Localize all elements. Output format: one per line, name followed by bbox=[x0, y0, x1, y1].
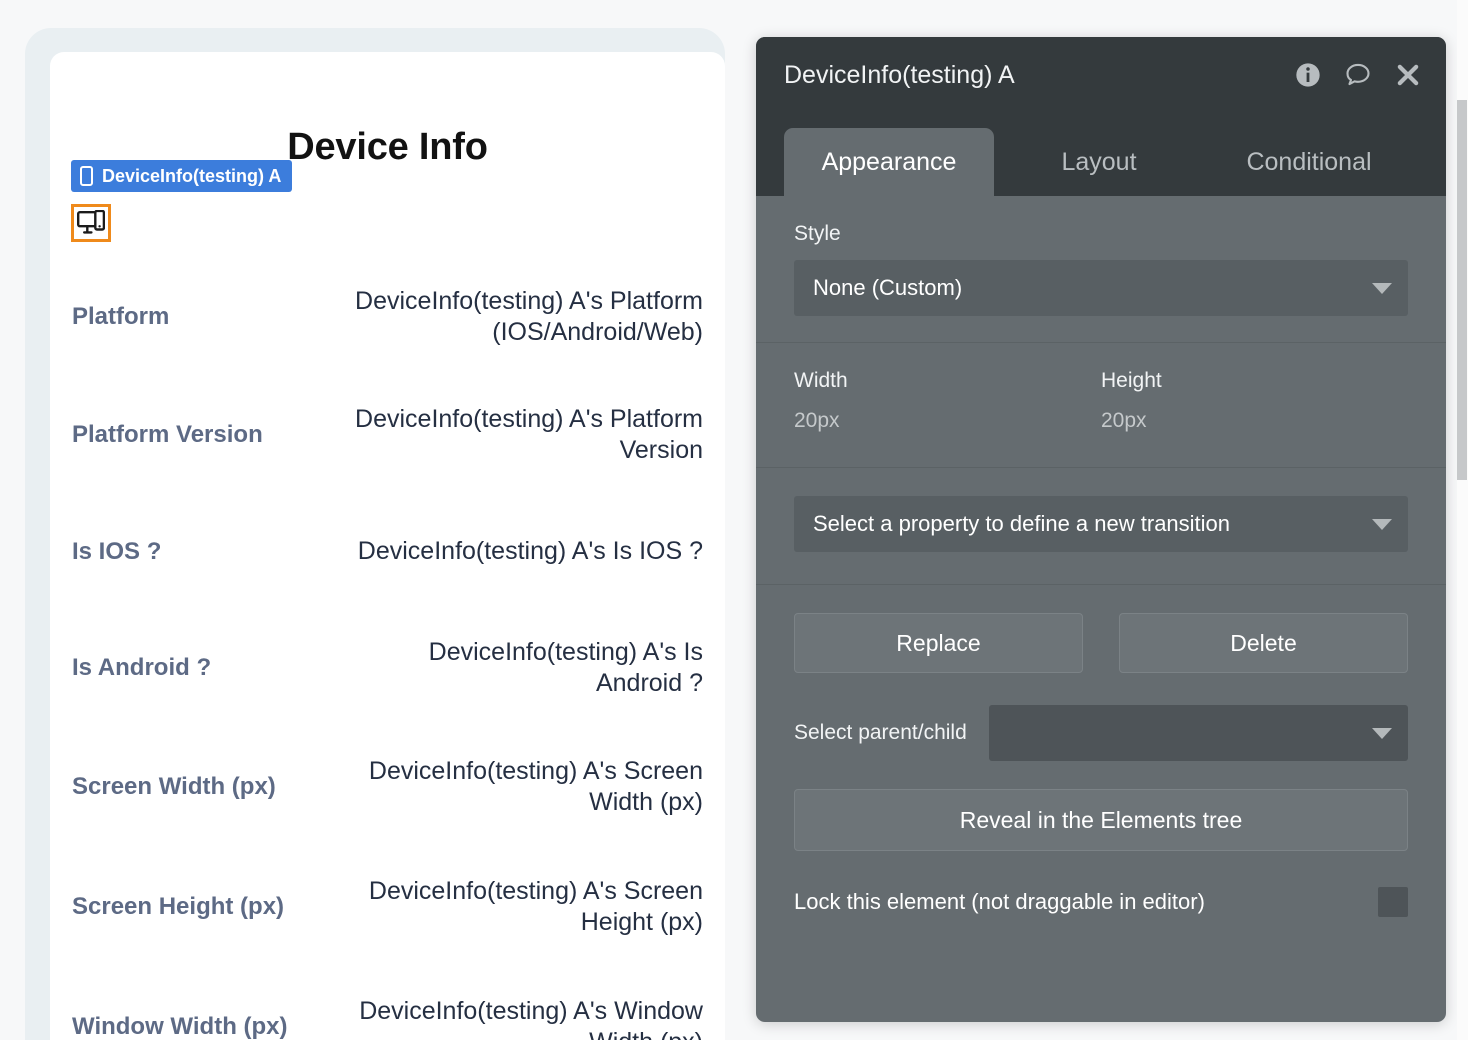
chevron-down-icon bbox=[1372, 727, 1392, 739]
tab-layout[interactable]: Layout bbox=[994, 128, 1204, 196]
transition-dropdown-placeholder: Select a property to define a new transi… bbox=[813, 511, 1231, 536]
row-value: DeviceInfo(testing) A's Is IOS ? bbox=[357, 537, 703, 565]
device-info-rows: Platform DeviceInfo(testing) A's Platfor… bbox=[50, 258, 725, 1040]
responsive-device-icon[interactable] bbox=[71, 204, 111, 242]
height-label: Height bbox=[1101, 369, 1162, 392]
row-value: DeviceInfo(testing) A's Screen Height (p… bbox=[368, 877, 703, 936]
row-label: Is Android ? bbox=[72, 654, 212, 681]
table-row: Platform Version DeviceInfo(testing) A's… bbox=[50, 376, 725, 494]
chevron-down-icon bbox=[1372, 282, 1392, 294]
page-scrollbar-track[interactable] bbox=[1457, 0, 1468, 1040]
width-label: Width bbox=[794, 369, 848, 392]
lock-element-checkbox[interactable] bbox=[1378, 887, 1408, 917]
row-label: Screen Width (px) bbox=[72, 773, 276, 800]
transition-dropdown[interactable]: Select a property to define a new transi… bbox=[794, 496, 1408, 552]
page-card: Device Info DeviceInfo(testing) A Platfo… bbox=[50, 52, 725, 1040]
row-value: DeviceInfo(testing) A's Platform Version bbox=[355, 405, 703, 464]
chevron-down-icon bbox=[1372, 518, 1392, 530]
dimensions-section: Width 20px Height 20px bbox=[756, 342, 1446, 467]
table-row: Platform DeviceInfo(testing) A's Platfor… bbox=[50, 258, 725, 376]
mobile-phone-icon bbox=[80, 166, 93, 186]
width-value[interactable]: 20px bbox=[794, 409, 840, 432]
row-value: DeviceInfo(testing) A's Is Android ? bbox=[428, 638, 703, 697]
table-row: Is Android ? DeviceInfo(testing) A's Is … bbox=[50, 609, 725, 727]
row-label: Screen Height (px) bbox=[72, 893, 285, 920]
panel-body: Style None (Custom) Width 20px Height 20… bbox=[756, 196, 1446, 1022]
lock-element-row: Lock this element (not draggable in edit… bbox=[794, 887, 1408, 917]
row-label: Window Width (px) bbox=[72, 1013, 288, 1040]
style-label: Style bbox=[794, 222, 841, 245]
delete-button[interactable]: Delete bbox=[1119, 613, 1408, 673]
table-row: Screen Height (px) DeviceInfo(testing) A… bbox=[50, 847, 725, 967]
comment-icon[interactable] bbox=[1344, 61, 1372, 89]
selection-badge-label: DeviceInfo(testing) A bbox=[102, 165, 282, 186]
style-dropdown[interactable]: None (Custom) bbox=[794, 260, 1408, 316]
actions-section: Replace Delete Select parent/child Revea… bbox=[756, 584, 1446, 927]
tab-conditional[interactable]: Conditional bbox=[1204, 128, 1414, 196]
table-row: Window Width (px) DeviceInfo(testing) A'… bbox=[50, 967, 725, 1040]
width-field: Width 20px bbox=[794, 369, 1101, 433]
parent-child-dropdown[interactable] bbox=[988, 705, 1408, 761]
panel-header-actions bbox=[1294, 61, 1422, 89]
row-value: DeviceInfo(testing) A's Platform (IOS/An… bbox=[355, 287, 703, 346]
row-label: Platform bbox=[72, 303, 170, 330]
height-field: Height 20px bbox=[1101, 369, 1408, 433]
selection-badge[interactable]: DeviceInfo(testing) A bbox=[71, 160, 293, 192]
tab-appearance[interactable]: Appearance bbox=[784, 128, 994, 196]
lock-element-label: Lock this element (not draggable in edit… bbox=[794, 889, 1205, 914]
style-section: Style None (Custom) bbox=[756, 196, 1446, 342]
tab-layout-label: Layout bbox=[1061, 147, 1137, 176]
page-scrollbar-thumb[interactable] bbox=[1457, 100, 1467, 480]
row-value: DeviceInfo(testing) A's Screen Width (px… bbox=[368, 757, 703, 816]
reveal-in-elements-tree-button[interactable]: Reveal in the Elements tree bbox=[794, 789, 1408, 851]
parent-child-row: Select parent/child bbox=[794, 705, 1408, 761]
app-preview-canvas: Device Info DeviceInfo(testing) A Platfo… bbox=[25, 28, 725, 1040]
panel-tabbar: Appearance Layout Conditional bbox=[756, 113, 1446, 196]
replace-delete-row: Replace Delete bbox=[794, 613, 1408, 673]
parent-child-label: Select parent/child bbox=[794, 721, 967, 744]
style-dropdown-value: None (Custom) bbox=[813, 275, 963, 300]
row-label: Platform Version bbox=[72, 421, 263, 448]
close-icon[interactable] bbox=[1394, 61, 1422, 89]
table-row: Is IOS ? DeviceInfo(testing) A's Is IOS … bbox=[50, 494, 725, 609]
property-editor-panel: DeviceInfo(testing) A Appearance bbox=[756, 37, 1446, 1022]
delete-button-label: Delete bbox=[1230, 629, 1297, 656]
table-row: Screen Width (px) DeviceInfo(testing) A'… bbox=[50, 727, 725, 847]
panel-header: DeviceInfo(testing) A bbox=[756, 37, 1446, 113]
height-value[interactable]: 20px bbox=[1101, 409, 1147, 432]
tab-appearance-label: Appearance bbox=[821, 147, 957, 176]
transition-section: Select a property to define a new transi… bbox=[756, 467, 1446, 584]
tab-conditional-label: Conditional bbox=[1246, 147, 1372, 176]
replace-button-label: Replace bbox=[896, 629, 981, 656]
page-title: Device Info bbox=[287, 126, 488, 168]
replace-button[interactable]: Replace bbox=[794, 613, 1083, 673]
row-value: DeviceInfo(testing) A's Window Width (px… bbox=[359, 997, 703, 1040]
row-label: Is IOS ? bbox=[72, 537, 162, 565]
panel-title: DeviceInfo(testing) A bbox=[784, 60, 1015, 89]
info-icon[interactable] bbox=[1294, 61, 1322, 89]
reveal-button-label: Reveal in the Elements tree bbox=[959, 806, 1243, 833]
